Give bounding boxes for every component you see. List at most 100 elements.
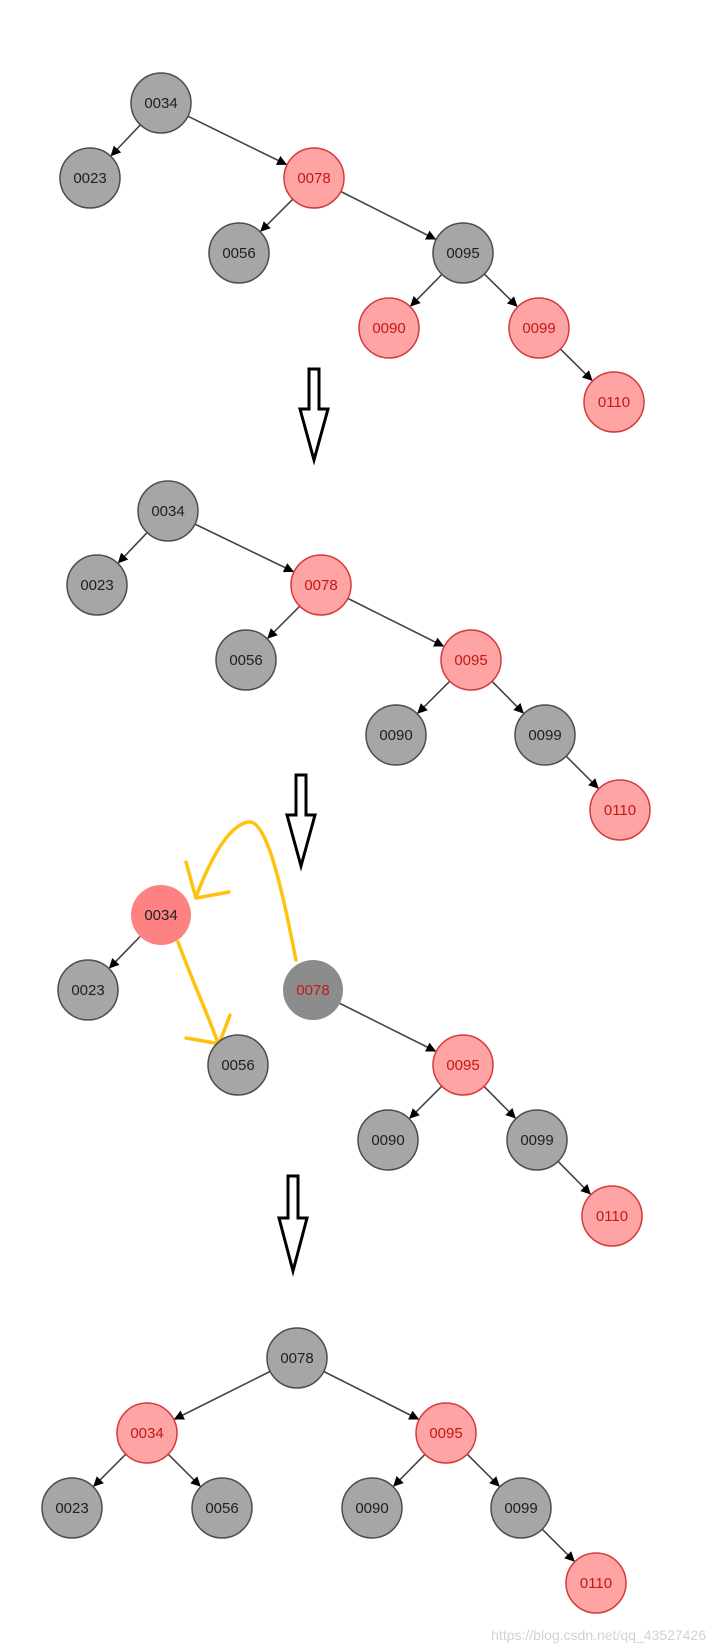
node-label: 0095	[446, 245, 479, 262]
node-label: 0090	[355, 1500, 388, 1517]
node-circle	[207, 1034, 269, 1096]
edge-b34-b78	[194, 523, 295, 573]
edge-a34-a78	[187, 115, 288, 166]
tree-node-0056: 0056	[191, 1477, 253, 1539]
node-label: 0110	[604, 802, 636, 819]
edge-c34-c23	[108, 935, 141, 969]
edge-a78-a56	[260, 198, 294, 232]
tree-node-0056: 0056	[208, 222, 270, 284]
node-circle	[581, 1185, 643, 1247]
tree-node-0095: 0095	[440, 629, 502, 691]
node-circle	[365, 704, 427, 766]
edge-a95-a99	[483, 273, 518, 307]
tree-node-0099: 0099	[508, 297, 570, 359]
edge-b78-b56	[267, 605, 301, 639]
tree-node-0023: 0023	[57, 959, 119, 1021]
edge-b95-b90	[417, 680, 451, 714]
node-circle	[341, 1477, 403, 1539]
stage-4-edges	[93, 1370, 575, 1562]
tree-node-0090: 0090	[365, 704, 427, 766]
edge-d34-d23	[93, 1453, 127, 1487]
edge-c99-c110	[557, 1160, 591, 1195]
step-arrow-1	[298, 367, 330, 466]
node-label: 0023	[71, 982, 104, 999]
stage-1-nodes: 0034 0023 0078 0056 0095 0090 0099 0110	[59, 72, 645, 433]
node-circle	[131, 885, 191, 945]
edge-a34-a23	[110, 124, 141, 157]
tree-node-0023: 0023	[41, 1477, 103, 1539]
node-circle	[440, 629, 502, 691]
node-label: 0110	[580, 1575, 612, 1592]
tree-node-0023: 0023	[66, 554, 128, 616]
edge-b95-b99	[491, 680, 524, 714]
step-arrow-2	[285, 773, 317, 872]
tree-node-0034: 0034	[137, 480, 199, 542]
stage-3-nodes: 0034 0023 0078 0056 0095 0090 0099 0110	[57, 885, 643, 1247]
tree-node-0023: 0023	[59, 147, 121, 209]
node-label: 0056	[221, 1057, 254, 1074]
node-label: 0095	[429, 1425, 462, 1442]
edge-b99-b110	[565, 755, 599, 789]
node-label: 0023	[73, 170, 106, 187]
node-label: 0078	[296, 982, 329, 999]
tree-node-0110: 0110	[581, 1185, 643, 1247]
node-circle	[565, 1552, 627, 1614]
node-circle	[508, 297, 570, 359]
node-circle	[415, 1402, 477, 1464]
tree-node-0095: 0095	[415, 1402, 477, 1464]
node-circle	[583, 371, 645, 433]
node-circle	[283, 960, 343, 1020]
edge-b78-b95	[347, 597, 445, 647]
node-circle	[506, 1109, 568, 1171]
node-label: 0090	[371, 1132, 404, 1149]
tree-node-0056: 0056	[215, 629, 277, 691]
stage-4-nodes: 0078 0034 0095 0023 0056 0090 0099 0110	[41, 1327, 627, 1614]
tree-node-0099: 0099	[514, 704, 576, 766]
node-label: 0056	[222, 245, 255, 262]
node-circle	[432, 1034, 494, 1096]
node-label: 0023	[55, 1500, 88, 1517]
stage-3-edges	[108, 935, 591, 1195]
node-label: 0078	[297, 170, 330, 187]
node-label: 0056	[229, 652, 262, 669]
node-circle	[432, 222, 494, 284]
tree-node-0095: 0095	[432, 1034, 494, 1096]
watermark-text: https://blog.csdn.net/qq_43527426	[491, 1627, 706, 1643]
node-label: 0034	[144, 95, 177, 112]
edge-a95-a90	[410, 273, 443, 307]
node-label: 0095	[446, 1057, 479, 1074]
node-label: 0099	[520, 1132, 553, 1149]
tree-node-0090: 0090	[358, 297, 420, 359]
node-label: 0034	[151, 503, 184, 520]
tree-node-0034: 0034	[116, 1402, 178, 1464]
node-circle	[130, 72, 192, 134]
step-arrow-3	[277, 1174, 309, 1277]
node-label: 0078	[304, 577, 337, 594]
tree-node-0034: 0034	[130, 72, 192, 134]
tree-node-0078: 0078	[283, 147, 345, 209]
tree-node-0099: 0099	[506, 1109, 568, 1171]
tree-node-0078: 0078	[283, 960, 343, 1020]
node-label: 0034	[144, 907, 177, 924]
node-label: 0099	[504, 1500, 537, 1517]
node-circle	[191, 1477, 253, 1539]
node-label: 0078	[280, 1350, 313, 1367]
edge-c78-c95	[339, 1002, 437, 1052]
edge-a99-a110	[559, 348, 593, 381]
node-circle	[59, 147, 121, 209]
tree-node-0078: 0078	[290, 554, 352, 616]
edge-b34-b23	[117, 532, 148, 564]
node-circle	[514, 704, 576, 766]
node-circle	[358, 297, 420, 359]
edge-a78-a95	[340, 190, 437, 240]
node-circle	[215, 629, 277, 691]
node-circle	[283, 147, 345, 209]
tree-node-0110: 0110	[583, 371, 645, 433]
node-label: 0110	[598, 394, 630, 411]
node-circle	[208, 222, 270, 284]
node-circle	[57, 959, 119, 1021]
node-circle	[589, 779, 651, 841]
